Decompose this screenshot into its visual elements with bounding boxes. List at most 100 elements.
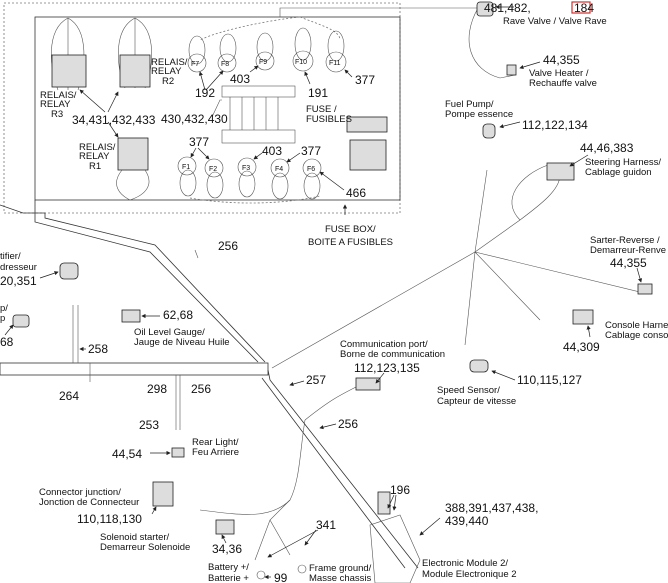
starter-reverse-connector xyxy=(637,283,653,295)
rave-valve-label: Rave Valve / Valve Rave xyxy=(503,16,607,27)
fuse-label: FUSE / xyxy=(306,104,337,115)
fuse-group-top xyxy=(187,16,347,73)
relay-r1-label: RELAIS/ xyxy=(79,142,116,153)
left-connector-refs: 68 xyxy=(0,335,14,349)
ref-298: 298 xyxy=(147,382,167,396)
valve-heater-wire xyxy=(468,7,516,79)
rectifier-label: dresseur xyxy=(0,262,37,273)
fuse-block-icon xyxy=(346,116,388,171)
fuel-pump-label: Fuel Pump/ xyxy=(445,99,494,110)
rectifier-connector xyxy=(59,262,79,280)
main-harness xyxy=(0,164,641,569)
oil-gauge-refs: 62,68 xyxy=(163,308,193,322)
fuse-box-title-2: BOITE A FUSIBLES xyxy=(308,237,393,248)
ref-377: 377 xyxy=(355,73,375,87)
ref-256: 256 xyxy=(191,382,211,396)
junction-label: Connector junction/ xyxy=(39,487,121,498)
frame-ground-terminal xyxy=(297,564,307,574)
ref-258: 258 xyxy=(88,342,108,356)
fuse-f4: F4 xyxy=(275,166,283,173)
steering-refs: 44,46,383 xyxy=(580,141,634,155)
rectifier-refs: 20,351 xyxy=(0,274,37,288)
frame-ground-label: Frame ground/ xyxy=(309,563,372,574)
rear-light-refs: 44,54 xyxy=(112,447,142,461)
comm-port-label: Communication port/ xyxy=(340,339,428,350)
starter-reverse-label: Sarter-Reverse / xyxy=(590,235,660,246)
solenoid-refs: 34,36 xyxy=(212,542,242,556)
rear-light-label: Feu Arriere xyxy=(192,447,239,458)
relay-r3-label: RELAIS/ xyxy=(40,90,77,101)
console-harness-connector xyxy=(572,309,594,325)
fuel-pump-connector xyxy=(482,123,496,139)
comm-port-connector xyxy=(355,377,381,391)
highlight-box xyxy=(571,1,591,14)
left-connector-label: p/ xyxy=(0,303,8,314)
starter-reverse-refs: 44,355 xyxy=(610,256,647,270)
solenoid-label: Solenoid starter/ xyxy=(100,532,170,543)
console-label: Console Harne xyxy=(605,320,668,331)
junction-refs: 110,118,130 xyxy=(77,512,142,526)
fuse-group-bottom xyxy=(177,156,322,204)
battery-terminal xyxy=(256,570,266,580)
ref-377: 377 xyxy=(189,135,209,149)
rave-valve-highlight-ref: 184 xyxy=(574,1,594,15)
valve-heater-label: Rechauffe valve xyxy=(529,78,597,89)
fuse-f3: F3 xyxy=(242,165,250,172)
connector-junction xyxy=(152,481,174,507)
ref-99: 99 xyxy=(274,571,288,583)
fuel-pump-label: Pompe essence xyxy=(445,109,513,120)
fuse-f10: F10 xyxy=(295,59,307,66)
relay-r3-label: RELAY xyxy=(40,99,71,110)
relay-r2-label: RELAIS/ xyxy=(151,57,188,68)
solenoid-connector xyxy=(215,519,235,535)
fuse-f1: F1 xyxy=(182,164,190,171)
relay-r3-label: R3 xyxy=(51,109,63,120)
valve-heater-refs: 44,355 xyxy=(543,53,580,67)
fuse-f6: F6 xyxy=(307,166,315,173)
relay-r3 xyxy=(51,17,87,91)
module-label: Electronic Module 2/ xyxy=(422,558,508,569)
ref-256: 256 xyxy=(218,239,238,253)
left-connector xyxy=(12,314,30,328)
relay-r2-label: RELAY xyxy=(151,66,182,77)
frame-ground-label: Masse chassis xyxy=(309,573,372,583)
speed-sensor-refs: 110,115,127 xyxy=(517,373,582,387)
rectifier-label: tifier/ xyxy=(0,251,21,262)
ref-257: 257 xyxy=(306,373,326,387)
rave-valve-refs: 481,482, xyxy=(484,1,531,15)
ref-403: 403 xyxy=(262,144,282,158)
fuse-f7: F7 xyxy=(191,61,199,68)
fuse-f2: F2 xyxy=(209,166,217,173)
fuse-f8: F8 xyxy=(221,61,229,68)
relay-r2-label: R2 xyxy=(162,76,174,87)
battery-label: Battery +/ xyxy=(208,562,249,573)
rave-valve-connector xyxy=(476,1,494,17)
fuse-table xyxy=(221,85,296,98)
ref-191: 191 xyxy=(308,86,328,100)
relay-r2 xyxy=(118,17,152,89)
rear-light-connector xyxy=(171,447,185,458)
ref-253: 253 xyxy=(139,418,159,432)
fuse-label: FUSIBLES xyxy=(306,114,352,125)
fuse-box-title-1: FUSE BOX/ xyxy=(325,224,376,235)
module-refs: 388,391,437,438, xyxy=(445,501,538,515)
comm-port-refs: 112,123,135 xyxy=(354,361,420,375)
ref-403: 403 xyxy=(230,72,250,86)
fuse-box-panel xyxy=(34,16,401,201)
module-refs: 439,440 xyxy=(445,514,489,528)
speed-sensor-label: Speed Sensor/ xyxy=(437,385,500,396)
ref-192: 192 xyxy=(195,86,215,100)
comm-port-label: Borne de communication xyxy=(340,349,445,360)
fuse-f11: F11 xyxy=(329,60,341,67)
steering-label: Steering Harness/ xyxy=(585,157,661,168)
battery-label: Batterie + xyxy=(208,573,249,583)
fuel-pump-refs: 112,122,134 xyxy=(522,118,588,132)
module-label: Module Electronique 2 xyxy=(422,569,517,580)
console-refs: 44,309 xyxy=(563,340,600,354)
steering-label: Cablage guidon xyxy=(585,167,652,178)
steering-harness-connector xyxy=(546,162,575,181)
oil-gauge-connector xyxy=(121,309,141,323)
console-label: Cablage conso xyxy=(605,330,668,341)
fuse-f9: F9 xyxy=(259,59,267,66)
